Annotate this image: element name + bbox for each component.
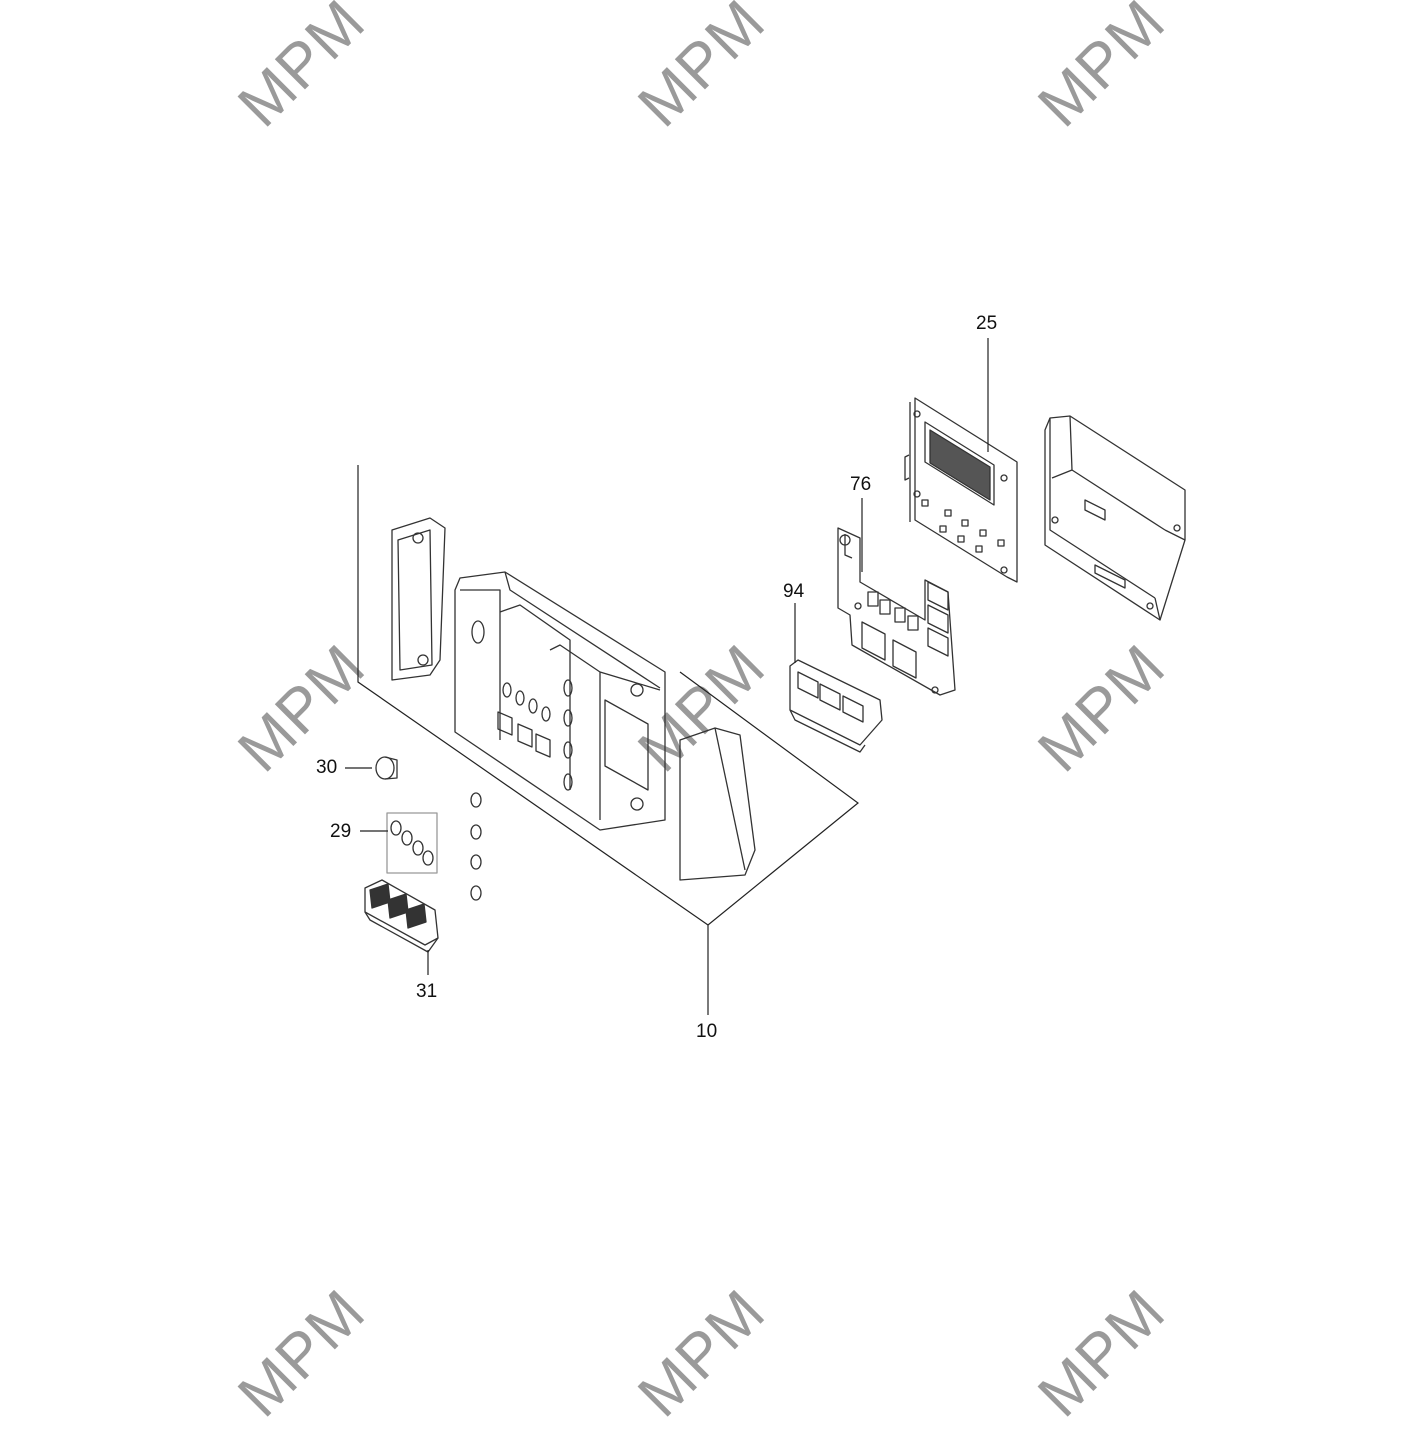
loose-caps [470, 792, 482, 901]
leader-lines [345, 338, 989, 1015]
main-front-panel [454, 571, 666, 831]
callout-10: 10 [696, 1021, 718, 1042]
callout-76: 76 [850, 474, 872, 495]
part-31-keypad [364, 879, 439, 953]
part-29-caps-group [386, 812, 438, 874]
callout-30: 30 [316, 757, 338, 778]
left-end-cover [391, 517, 446, 681]
callout-29: 29 [330, 821, 352, 842]
back-housing [1044, 415, 1186, 621]
right-end-cover [679, 727, 756, 881]
part-76-switch-board [837, 527, 956, 696]
part-25-circuit-board [904, 397, 1018, 583]
part-94-button-cluster [789, 659, 883, 753]
callout-94: 94 [783, 581, 805, 602]
part-30-knob [375, 756, 398, 780]
callout-31: 31 [416, 981, 438, 1002]
callout-25: 25 [976, 313, 998, 334]
